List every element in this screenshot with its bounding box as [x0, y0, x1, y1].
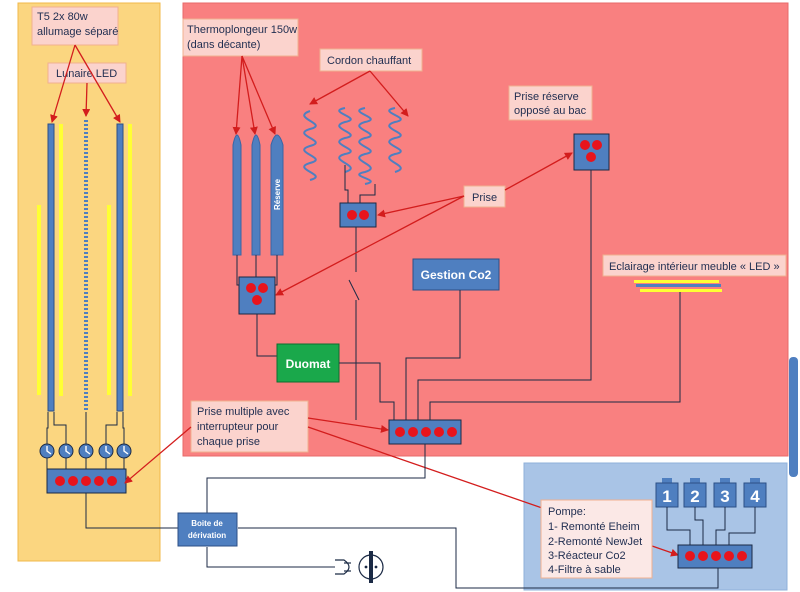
- switch-symbol: [348, 227, 360, 420]
- thermo-label-line1: Thermoplongeur 150w: [187, 24, 297, 36]
- heater-tube: [270, 134, 284, 256]
- heater-tubes: [232, 134, 284, 256]
- timer-icon: [78, 443, 94, 459]
- duomat-label: Duomat: [286, 357, 331, 371]
- reserve-vertical-label: Réserve: [273, 178, 282, 210]
- t5-tube-left: [47, 123, 55, 412]
- svg-text:1: 1: [662, 487, 671, 506]
- svg-text:4: 4: [750, 487, 760, 506]
- left-lighting-panel: [17, 2, 161, 562]
- power-strip-lighting: [46, 468, 127, 494]
- derivation-line2: dérivation: [188, 531, 226, 540]
- prise-multiple-line2: interrupteur pour: [197, 421, 279, 433]
- pump-plug-2: 2: [683, 478, 707, 508]
- right-edge-bar: [789, 357, 798, 477]
- prise-reserve-line1: Prise réserve: [514, 91, 579, 103]
- eclairage-label: Eclairage intérieur meuble « LED »: [609, 261, 780, 273]
- timer-icon: [58, 443, 74, 459]
- cordon-label: Cordon chauffant: [327, 55, 411, 67]
- prise-reserve-line2: opposé au bac: [514, 105, 587, 117]
- pompe-label-box: [540, 499, 653, 579]
- wall-socket-icon: [358, 551, 384, 583]
- gestion-co2-label: Gestion Co2: [421, 268, 492, 282]
- cordon-label-box: [319, 48, 423, 72]
- yellow-strip: [59, 124, 63, 396]
- prise-label: Prise: [472, 192, 497, 204]
- power-strip-main: [388, 419, 462, 445]
- timer-icon: [116, 443, 132, 459]
- t5-label-line1: T5 2x 80w: [37, 11, 88, 23]
- t5-label-box: [31, 6, 119, 46]
- pump-plugs: 1 2 3 4: [655, 478, 767, 508]
- duomat-box: [276, 343, 340, 383]
- t5-label-line2: allumage séparé: [37, 26, 118, 38]
- heater-tube: [251, 134, 261, 256]
- thermo-label-line2: (dans décante): [187, 39, 260, 51]
- cabinet-led-strip: [640, 289, 722, 292]
- timer-icon: [98, 443, 114, 459]
- yellow-strip: [128, 124, 132, 396]
- reserve-outlet: [573, 133, 610, 171]
- pompe-line2: 1- Remonté Eheim: [548, 521, 640, 533]
- prise-multiple-line1: Prise multiple avec: [197, 406, 290, 418]
- derivation-box: [177, 512, 238, 547]
- lunaire-label: Lunaire LED: [56, 68, 117, 80]
- pompe-line5: 4-Filtre à sable: [548, 564, 621, 576]
- yellow-strip: [107, 205, 111, 395]
- heating-cable-coil: [303, 107, 402, 185]
- gestion-co2-box: [412, 258, 500, 291]
- thermo-label-box: [182, 18, 299, 57]
- plug-icon: [335, 559, 351, 575]
- pompe-line1: Pompe:: [548, 506, 586, 518]
- t5-tube-right: [116, 123, 124, 412]
- svg-text:3: 3: [720, 487, 729, 506]
- pump-plug-3: 3: [713, 478, 737, 508]
- power-strip-pumps: [677, 544, 753, 569]
- prise-reserve-label-box: [508, 85, 593, 121]
- pompe-line3: 2-Remonté NewJet: [548, 536, 642, 548]
- prise-multiple-label-box: [190, 400, 309, 453]
- yellow-strip: [37, 205, 41, 395]
- eclairage-label-box: [602, 254, 787, 277]
- cabinet-led-bar: [636, 284, 721, 287]
- cable-outlet: [339, 202, 377, 228]
- svg-text:2: 2: [690, 487, 699, 506]
- heater-outlet: [238, 276, 276, 315]
- timer-icon: [39, 443, 55, 459]
- prise-multiple-line3: chaque prise: [197, 436, 260, 448]
- derivation-line1: Boite de: [191, 519, 223, 528]
- cabinet-led-strip: [634, 280, 719, 283]
- heater-tube: [232, 134, 242, 256]
- pompe-line4: 3-Réacteur Co2: [548, 550, 626, 562]
